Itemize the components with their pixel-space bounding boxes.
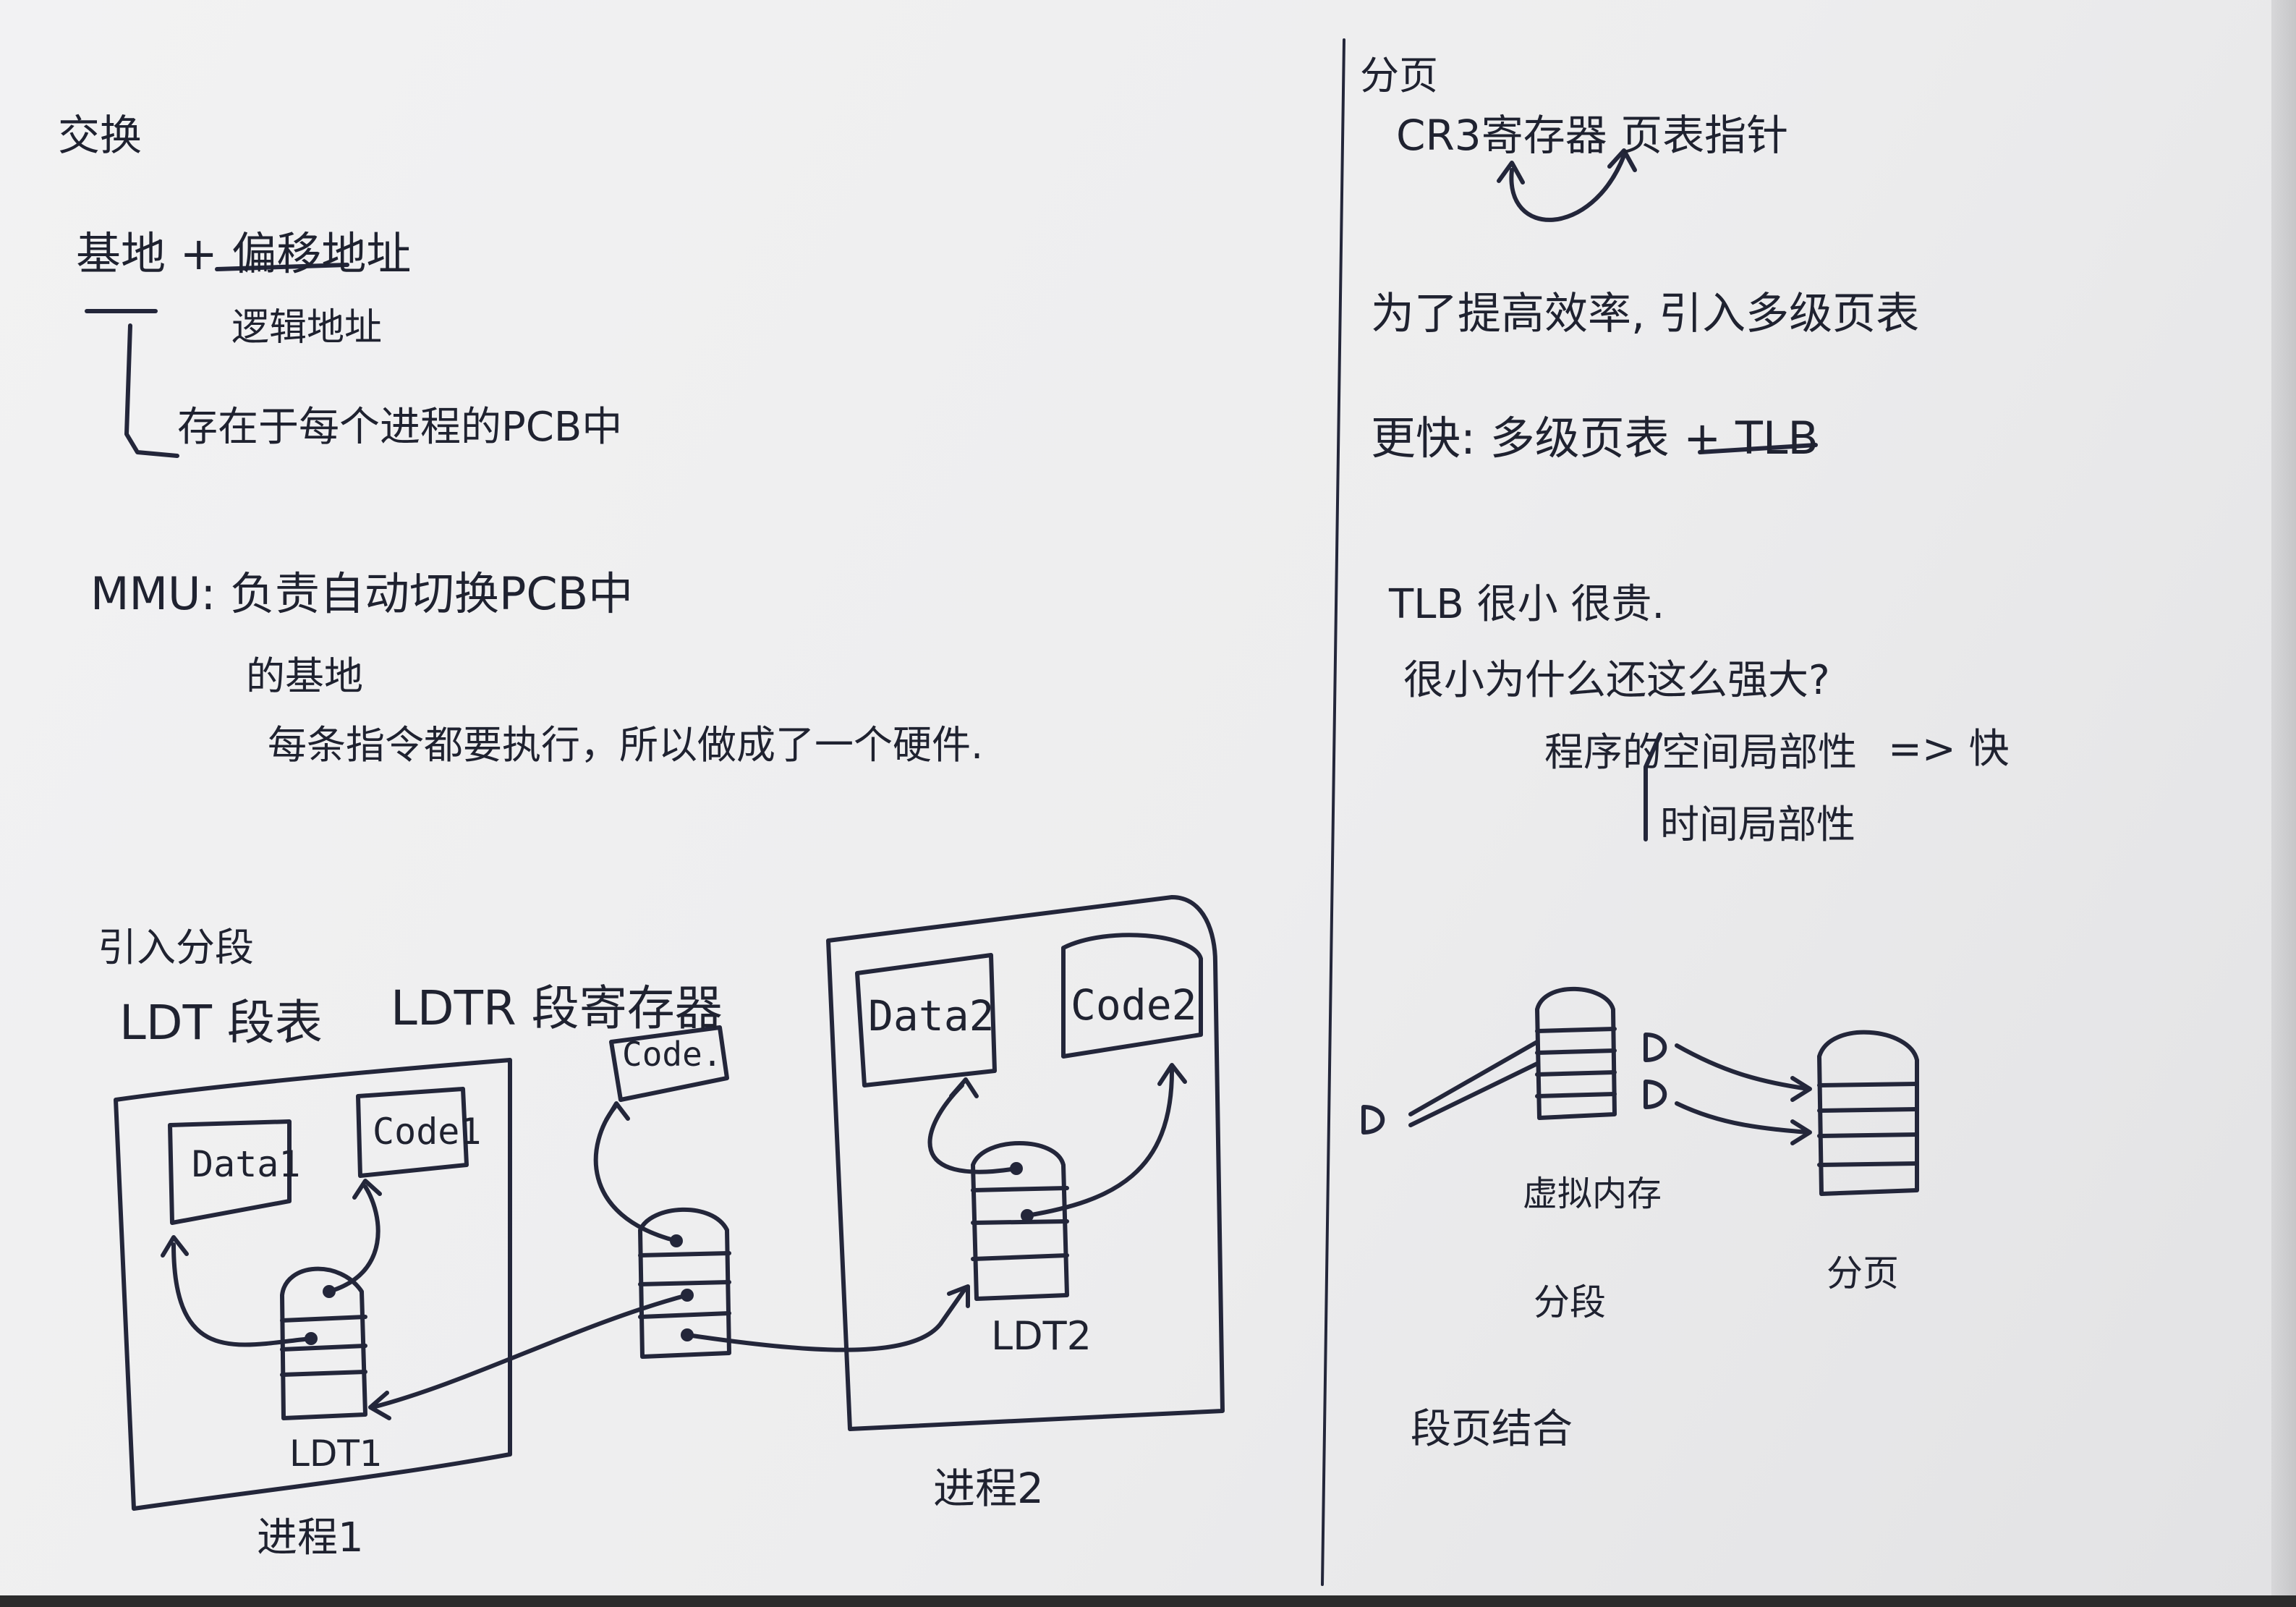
cr3-text: CR3寄存器 页表指针 bbox=[1396, 111, 1789, 160]
d-shape-left bbox=[1361, 1105, 1385, 1135]
paging-table bbox=[1817, 1030, 1919, 1196]
swap-title: 交换 bbox=[58, 111, 143, 160]
d-shape-1 bbox=[1644, 1033, 1667, 1062]
center-divider-line bbox=[1321, 38, 1345, 1586]
d-to-vm-arrow-top bbox=[1408, 1040, 1539, 1116]
paging-label: 分页 bbox=[1827, 1252, 1899, 1294]
ldt1-to-code1-arrow bbox=[327, 1184, 380, 1294]
d-to-vm-arrow-bottom bbox=[1408, 1061, 1539, 1127]
vm-to-page-arrow-2 bbox=[1675, 1101, 1811, 1135]
ldt2-to-code2-arrow bbox=[1025, 1069, 1174, 1218]
code2-label: Code2 bbox=[1071, 980, 1197, 1030]
offset-underline bbox=[215, 263, 349, 271]
mmu-line-3: 每条指令都要执行，所以做成了一个硬件. bbox=[268, 722, 984, 768]
mmu-line-1: MMU: 负责自动切换PCB中 bbox=[90, 567, 634, 620]
mmu-line-2: 的基地 bbox=[246, 653, 363, 699]
ldt-label: LDT 段表 bbox=[119, 995, 323, 1051]
cr3-curve-arrow bbox=[1509, 153, 1626, 222]
ldtr-table bbox=[638, 1207, 731, 1359]
segment-title: 引入分段 bbox=[98, 925, 254, 970]
base-bracket bbox=[124, 323, 179, 458]
temporal-locality-text: 时间局部性 bbox=[1660, 802, 1855, 847]
ldt1-label: LDT1 bbox=[289, 1433, 383, 1475]
ldt1-to-data1-arrow bbox=[171, 1242, 313, 1347]
code1-box bbox=[356, 1087, 469, 1178]
tlb-small-text: TLB 很小 很贵. bbox=[1389, 581, 1665, 628]
stored-in-pcb-text: 存在于每个进程的PCB中 bbox=[177, 404, 623, 451]
ldtr-to-ldt1-arrow bbox=[370, 1293, 689, 1409]
virtual-memory-table bbox=[1535, 986, 1617, 1120]
data2-box bbox=[855, 953, 997, 1087]
faster-text: 更快: 多级页表 + TLB bbox=[1371, 412, 1819, 465]
vm-to-page-arrow-1 bbox=[1675, 1043, 1811, 1091]
process2-box bbox=[826, 895, 1225, 1431]
code2-box bbox=[1061, 933, 1203, 1059]
spatial-locality-text: 程序的空间局部性 bbox=[1544, 729, 1857, 775]
virtual-memory-label: 虚拟内存 bbox=[1523, 1174, 1662, 1214]
process2-label: 进程2 bbox=[933, 1464, 1044, 1513]
ldtr-to-code-arrow bbox=[593, 1105, 679, 1243]
combined-label: 段页结合 bbox=[1411, 1406, 1573, 1453]
data1-box bbox=[168, 1119, 292, 1225]
shared-code-box bbox=[609, 1025, 729, 1102]
locality-bracket bbox=[1644, 732, 1662, 841]
why-strong-text: 很小为什么还这么强大? bbox=[1403, 657, 1830, 704]
data2-label: Data2 bbox=[868, 991, 995, 1040]
ldt2-label: LDT2 bbox=[991, 1313, 1092, 1359]
ldtr-to-ldt2-arrow bbox=[685, 1286, 968, 1352]
shared-code-label: Code. bbox=[622, 1035, 723, 1074]
multi-level-text: 为了提高效率, 引入多级页表 bbox=[1371, 289, 1920, 339]
tlb-underline bbox=[1698, 443, 1818, 454]
base-offset-text: 基地 + 偏移地址 bbox=[76, 227, 412, 280]
process1-label: 进程1 bbox=[257, 1514, 364, 1561]
ldtr-label: LDTR 段寄存器 bbox=[391, 980, 723, 1036]
ldt2-table bbox=[971, 1141, 1069, 1301]
keyboard-edge bbox=[0, 1595, 2296, 1607]
logical-address-text: 逻辑地址 bbox=[231, 306, 383, 349]
code1-label: Code1 bbox=[373, 1111, 482, 1153]
fast-text: => 快 bbox=[1888, 726, 2010, 773]
d-shape-2 bbox=[1644, 1080, 1667, 1109]
paging-title: 分页 bbox=[1360, 53, 1438, 98]
process1-box bbox=[114, 1058, 512, 1511]
paper-stack-edge bbox=[2271, 0, 2296, 1607]
ldt2-to-data2-arrow bbox=[927, 1083, 1019, 1174]
ldt1-table bbox=[280, 1266, 367, 1420]
data1-label: Data1 bbox=[192, 1143, 301, 1185]
segmentation-label: 分段 bbox=[1534, 1281, 1606, 1323]
